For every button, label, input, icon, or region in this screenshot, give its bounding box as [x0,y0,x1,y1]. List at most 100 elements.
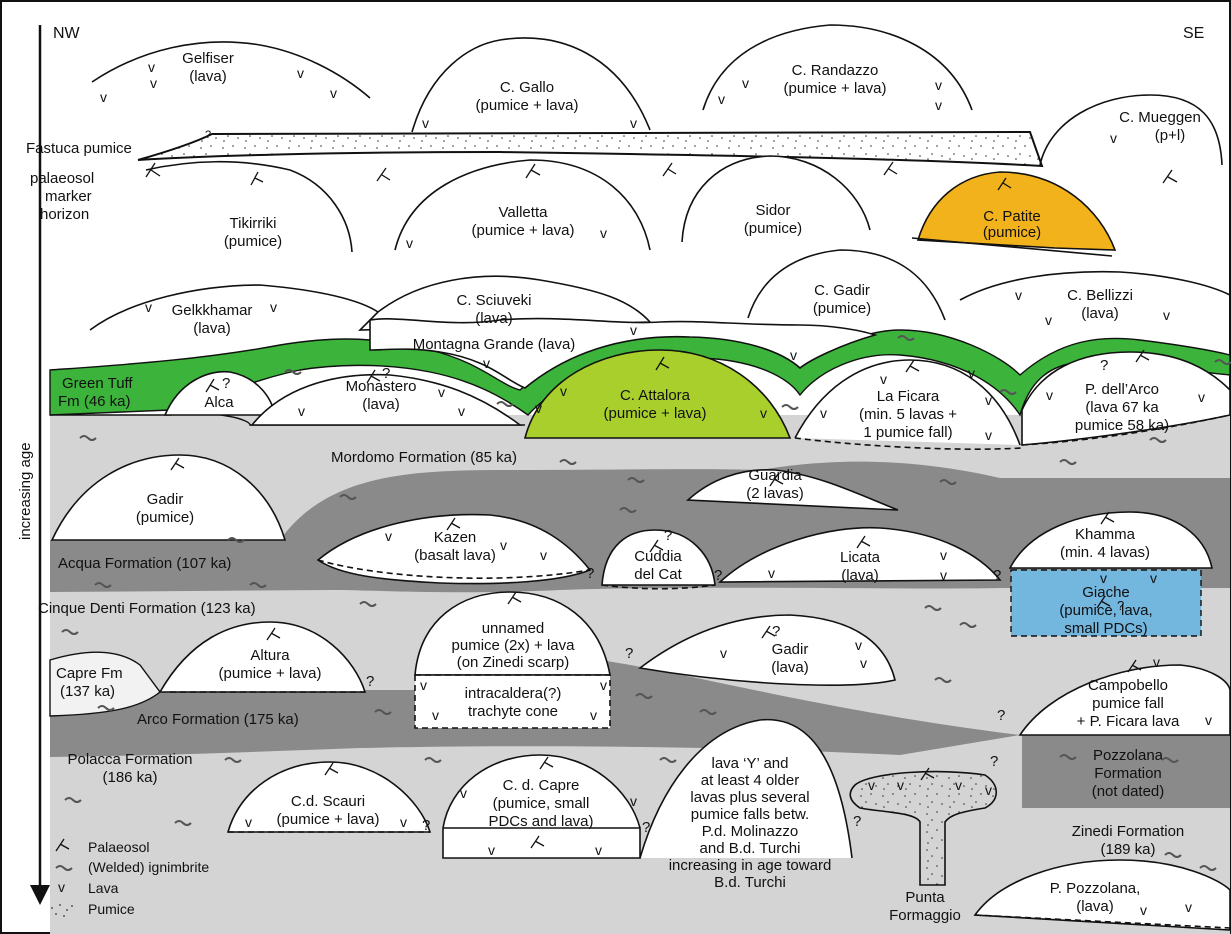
svg-text:v: v [535,400,542,416]
svg-text:v: v [935,97,942,113]
khamma-dome [1008,511,1213,569]
palaeosol-ticks [145,161,1178,849]
svg-text:?: ? [205,129,211,141]
ficara-dome [794,359,1021,446]
svg-text:?: ? [366,673,374,690]
svg-text:?: ? [1117,598,1124,613]
licata-dome [717,526,1002,583]
mueggen-dome [1039,94,1223,166]
attalora-dome [523,349,792,439]
arco-fm-label: Arco Formation (175 ka) [137,711,299,728]
attalora-label: C. Attalora(pumice + lava) [604,387,707,422]
svg-text:v: v [600,677,607,693]
svg-text:v: v [270,299,277,315]
svg-text:v: v [483,355,490,371]
bellizzi-dome [959,270,1231,301]
svg-text:v: v [400,814,407,830]
legend-item-pumice: Pumice [51,901,135,917]
svg-text:v: v [935,77,942,93]
scauri-dome [226,761,432,833]
svg-text:v: v [742,75,749,91]
campobello-dome [1018,664,1231,736]
svg-text:(Welded) ignimbrite: (Welded) ignimbrite [88,859,209,875]
sciuveki-dome [358,275,652,331]
svg-text:v: v [1045,312,1052,328]
svg-text:v: v [630,793,637,809]
svg-text:?: ? [1100,357,1108,374]
svg-text:v: v [968,365,975,381]
gelfiser-dome [91,41,371,99]
green-tuff-band [49,329,1231,417]
cinque-label: Cinque Denti Formation (123 ka) [38,600,256,617]
svg-text:v: v [1205,712,1212,728]
lava-symbol: v [58,879,65,895]
pumice-symbol [51,904,73,917]
svg-text:v: v [630,322,637,338]
gallo-label: C. Gallo(pumice + lava) [476,79,579,114]
svg-text:v: v [630,115,637,131]
intracaldera-label: intracaldera(?)trachyte cone [465,685,562,720]
guardia-label: Guardia(2 lavas) [746,467,804,502]
giache-box [1010,569,1202,637]
bellizzi-label: C. Bellizzi(lava) [1067,287,1133,322]
svg-text:v: v [940,547,947,563]
svg-text:v: v [720,645,727,661]
sidor-label: Sidor(pumice) [744,202,802,237]
svg-text:v: v [985,392,992,408]
nw-label: NW [53,25,81,42]
scauri-label: C.d. Scauri(pumice + lava) [277,793,380,828]
patite-label: C. Patite(pumice) [983,208,1041,241]
svg-text:v: v [855,637,862,653]
randazzo-label: C. Randazzo(pumice + lava) [784,62,887,97]
svg-text:v: v [790,347,797,363]
svg-text:v: v [458,403,465,419]
svg-text:v: v [560,383,567,399]
svg-text:v: v [868,777,875,793]
ficara-base [794,437,1023,450]
svg-text:v: v [1153,654,1160,670]
svg-text:v: v [422,115,429,131]
unnamed-dome [414,591,611,676]
svg-text:v: v [955,777,962,793]
khamma-label: Khamma(min. 4 lavas) [1060,526,1150,561]
svg-text:v: v [860,655,867,671]
monastero-label: Monastero(lava) [346,378,417,413]
fastuca-label: Fastuca pumice [26,140,132,157]
svg-text:?: ? [714,567,722,584]
svg-text:v: v [880,371,887,387]
altura-dome [158,621,367,693]
svg-text:v: v [297,65,304,81]
svg-text:v: v [460,785,467,801]
ignimbrite-symbols [61,335,1231,871]
svg-text:v: v [1140,902,1147,918]
svg-text:v: v [985,427,992,443]
gallo-dome [411,37,651,133]
svg-text:v: v [1185,899,1192,915]
svg-text:v: v [820,405,827,421]
guardia-dome [686,469,899,511]
svg-text:?: ? [772,623,780,640]
svg-text:v: v [1046,387,1053,403]
gelkkhamar-label: Gelkkhamar(lava) [172,302,253,337]
gadir-mid-label: Gadir(pumice) [136,491,194,526]
svg-text:?: ? [222,375,230,392]
legend: Palaeosol (Welded) ignimbrite v Lava Pum… [51,838,209,917]
montagna-grande-dome [369,317,878,389]
gadir-low-dome [638,614,896,686]
altura-label: Altura(pumice + lava) [219,647,322,682]
cuddia-dome [601,529,716,586]
svg-text:?: ? [997,707,1005,724]
gadir-top-label: C. Gadir(pumice) [813,282,871,317]
zinedi-label: Zinedi Formation(189 ka) [1072,823,1185,858]
svg-text:Lava: Lava [88,880,119,896]
svg-text:v: v [760,405,767,421]
svg-text:v: v [1100,570,1107,586]
gadir-top-dome [747,249,946,321]
svg-text:v: v [1110,130,1117,146]
